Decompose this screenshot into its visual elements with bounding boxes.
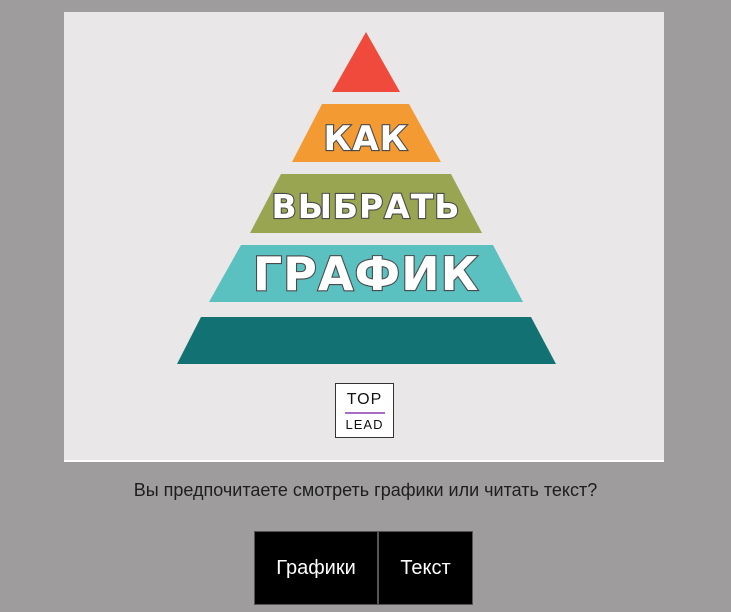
text-button[interactable]: Текст bbox=[378, 531, 473, 605]
card-bottom-border bbox=[64, 460, 664, 462]
logo-line-lead: LEAD bbox=[345, 417, 384, 432]
pyramid-graphic: КАК ВЫБРАТЬ ГРАФИК bbox=[177, 32, 556, 364]
pyramid-tier-3 bbox=[250, 174, 482, 233]
question-text: Вы предпочитаете смотреть графики или чи… bbox=[133, 480, 598, 500]
pyramid-tier-4 bbox=[209, 245, 523, 302]
pyramid-line-1: КАК bbox=[324, 119, 409, 159]
logo-line-top: TOP bbox=[346, 391, 383, 408]
graphs-button[interactable]: Графики bbox=[254, 531, 378, 605]
top-lead-logo: TOP LEAD bbox=[335, 383, 394, 438]
logo-divider bbox=[344, 412, 385, 414]
pyramid-tier-top bbox=[332, 32, 400, 92]
pyramid-line-2: ВЫБРАТЬ bbox=[272, 187, 461, 226]
illustration-card: КАК ВЫБРАТЬ ГРАФИК TOP LEAD bbox=[64, 12, 664, 460]
answer-buttons: Графики Текст bbox=[254, 531, 473, 605]
pyramid-line-3: ГРАФИК bbox=[253, 247, 479, 301]
pyramid-tier-2 bbox=[292, 104, 441, 162]
pyramid-tier-base bbox=[177, 317, 556, 364]
